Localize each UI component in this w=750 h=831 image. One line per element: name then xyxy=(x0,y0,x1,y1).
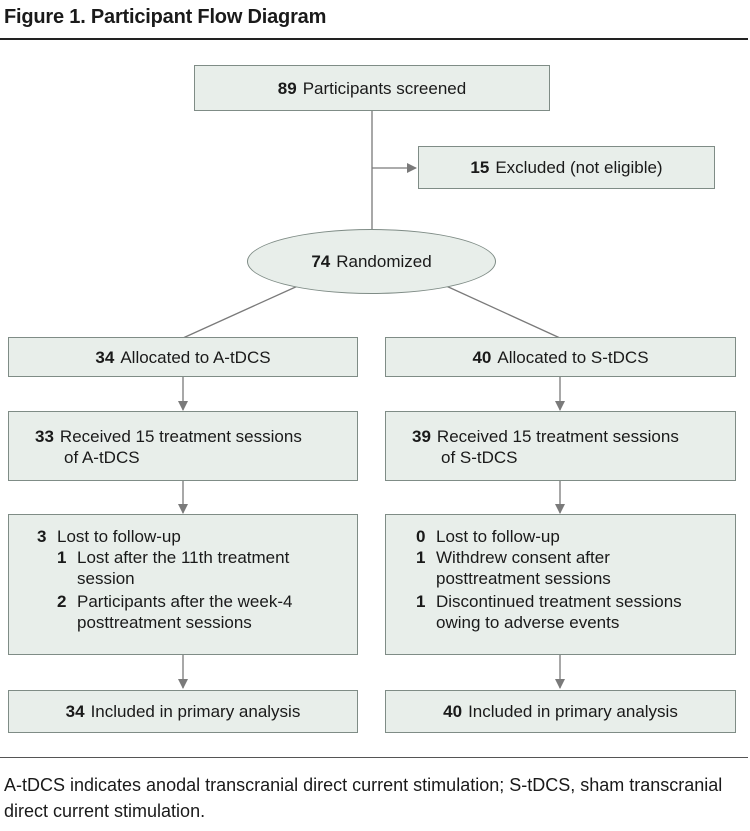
left-analysis-label: Included in primary analysis xyxy=(90,702,301,721)
right-lost-item2-line1: Discontinued treatment sessions xyxy=(436,592,682,611)
right-allocated-box: 40 Allocated to S-tDCS xyxy=(385,337,736,377)
right-analysis-label: Included in primary analysis xyxy=(468,702,678,721)
screened-box: 89 Participants screened xyxy=(194,65,550,111)
right-lost-item2-line2: owing to adverse events xyxy=(436,613,620,632)
right-lost-item2-count: 1 xyxy=(416,592,426,611)
left-lost-count: 3 xyxy=(37,527,47,546)
right-analysis-count: 40 xyxy=(443,702,463,721)
left-received-box: 33 Received 15 treatment sessions of A-t… xyxy=(8,411,358,481)
left-analysis-count: 34 xyxy=(65,702,85,721)
left-lost-item1-count: 1 xyxy=(57,548,67,567)
figure-caption: A-tDCS indicates anodal transcranial dir… xyxy=(4,775,723,821)
left-received-line1: Received 15 treatment sessions xyxy=(59,427,302,446)
left-lost-item1-line1: Lost after the 11th treatment xyxy=(77,548,290,567)
right-lost-item1-line2: posttreatment sessions xyxy=(436,569,611,588)
excluded-count: 15 xyxy=(470,158,490,177)
left-received-line2: of A-tDCS xyxy=(64,448,140,467)
connector-randomized-left xyxy=(182,284,301,339)
caption-rule xyxy=(0,757,748,758)
left-lost-item2-line1: Participants after the week-4 xyxy=(77,592,293,611)
right-lost-label: Lost to follow-up xyxy=(436,527,560,546)
right-received-box: 39 Received 15 treatment sessions of S-t… xyxy=(385,411,736,481)
randomized-ellipse: 74 Randomized xyxy=(247,229,496,294)
connector-randomized-right xyxy=(443,284,561,339)
right-lost-item1-line1: Withdrew consent after xyxy=(436,548,610,567)
right-received-line2: of S-tDCS xyxy=(441,448,518,467)
left-received-count: 33 xyxy=(35,427,54,446)
left-allocated-label: Allocated to A-tDCS xyxy=(120,347,271,367)
excluded-label: Excluded (not eligible) xyxy=(495,158,663,177)
right-lost-count: 0 xyxy=(416,527,426,546)
left-allocated-count: 34 xyxy=(95,347,115,367)
right-received-count: 39 xyxy=(412,427,431,446)
left-lost-item2-line2: posttreatment sessions xyxy=(77,613,252,632)
flow-connectors xyxy=(178,110,565,689)
right-lost-box: 0 Lost to follow-up 1 Withdrew consent a… xyxy=(385,514,736,655)
right-analysis-box: 40 Included in primary analysis xyxy=(385,690,736,733)
screened-count: 89 xyxy=(277,78,297,98)
left-lost-item1-line2: session xyxy=(77,569,135,588)
right-lost-item1-count: 1 xyxy=(416,548,426,567)
randomized-label: Randomized xyxy=(336,251,432,271)
right-allocated-count: 40 xyxy=(472,347,492,367)
left-lost-label: Lost to follow-up xyxy=(57,527,181,546)
right-received-line1: Received 15 treatment sessions xyxy=(436,427,679,446)
figure-title: Figure 1. Participant Flow Diagram xyxy=(4,6,327,28)
screened-label: Participants screened xyxy=(302,78,467,98)
randomized-count: 74 xyxy=(311,251,331,271)
left-lost-box: 3 Lost to follow-up 1 Lost after the 11t… xyxy=(8,514,358,655)
left-analysis-box: 34 Included in primary analysis xyxy=(8,690,358,733)
title-rule xyxy=(0,38,748,40)
excluded-box: 15 Excluded (not eligible) xyxy=(418,146,715,189)
left-lost-item2-count: 2 xyxy=(57,592,67,611)
left-allocated-box: 34 Allocated to A-tDCS xyxy=(8,337,358,377)
right-allocated-label: Allocated to S-tDCS xyxy=(497,347,649,367)
